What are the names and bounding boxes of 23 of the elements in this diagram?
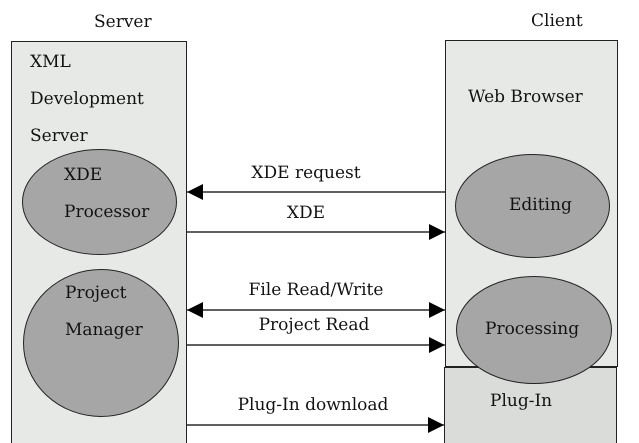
- arrow: [187, 337, 445, 353]
- node-label: Editing: [509, 194, 572, 217]
- panel-title: Web Browser: [468, 86, 584, 109]
- panel-heading: Server: [94, 11, 152, 34]
- arrow: [187, 417, 444, 433]
- process-ellipse: [456, 276, 612, 384]
- node-label: Processing: [485, 318, 580, 341]
- edge-label: File Read/Write: [246, 280, 386, 300]
- arrow: [187, 302, 445, 318]
- edge-label: XDE request: [249, 163, 363, 183]
- process-ellipse: [23, 269, 179, 417]
- arrow: [187, 224, 445, 240]
- panel-title: XML Development Server: [30, 51, 145, 148]
- node-label: Plug-In: [490, 390, 552, 413]
- node-label: XDE Processor: [64, 164, 150, 224]
- panel-heading: Client: [531, 10, 583, 33]
- edge-label: Project Read: [256, 315, 372, 335]
- edge-label: Plug-In download: [236, 395, 390, 415]
- process-ellipse: [455, 154, 610, 258]
- plugin-panel: [444, 367, 617, 443]
- arrow: [187, 184, 445, 200]
- node-label: Project Manager: [65, 282, 144, 342]
- process-ellipse: [22, 149, 177, 255]
